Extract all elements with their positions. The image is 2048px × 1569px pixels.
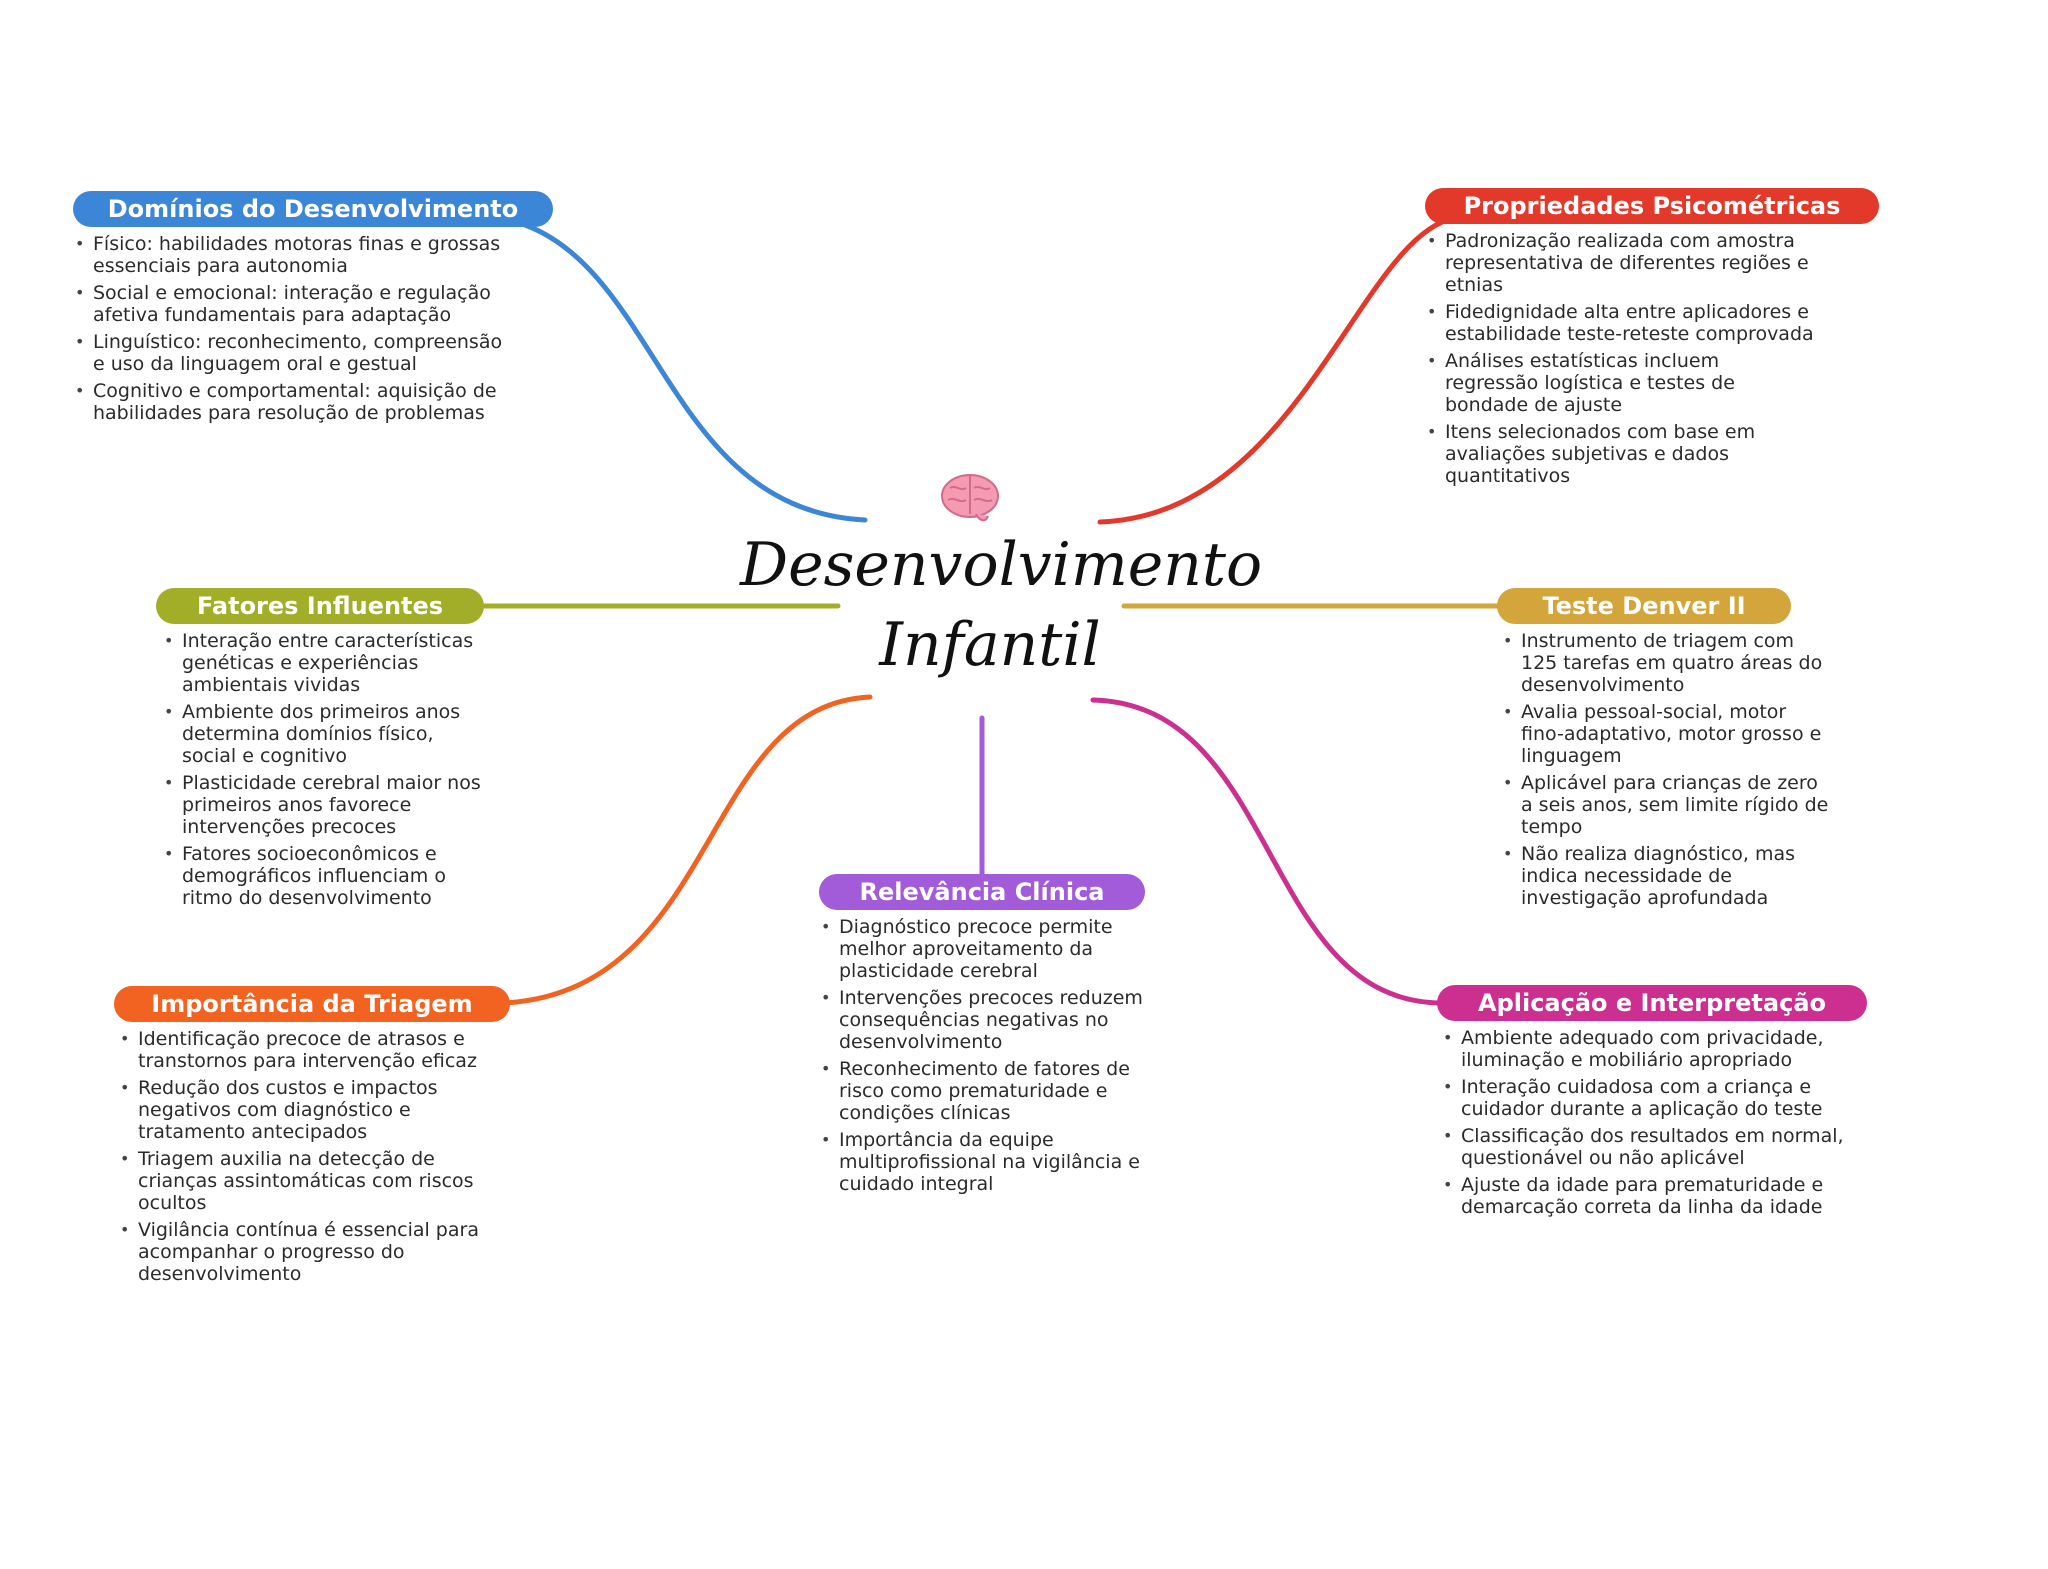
branch-item: Instrumento de triagem com 125 tarefas e… [1501,630,1831,696]
branch-item: Não realiza diagnóstico, mas indica nece… [1501,843,1831,909]
connector-dominios [522,222,868,523]
connector-psicometricas [1097,215,1458,525]
branch-item-list: Físico: habilidades motoras finas e gros… [73,233,513,424]
branch-item: Aplicável para crianças de zero a seis a… [1501,772,1831,838]
branch-item: Análises estatísticas incluem regressão … [1425,350,1815,416]
branch-fatores: Fatores Influentes Interação entre carac… [156,588,484,914]
branch-item: Classificação dos resultados em normal, … [1441,1125,1851,1169]
branch-item: Vigilância contínua é essencial para aco… [118,1219,488,1285]
branch-item: Identificação precoce de atrasos e trans… [118,1028,488,1072]
branch-item: Linguístico: reconhecimento, compreensão… [73,331,513,375]
branch-item: Ambiente adequado com privacidade, ilumi… [1441,1027,1851,1071]
branch-title-pill: Aplicação e Interpretação [1437,985,1867,1021]
branch-item: Redução dos custos e impactos negativos … [118,1077,488,1143]
branch-item: Triagem auxilia na detecção de crianças … [118,1148,488,1214]
branch-aplicacao: Aplicação e Interpretação Ambiente adequ… [1437,985,1867,1223]
branch-item: Intervenções precoces reduzem consequênc… [819,987,1159,1053]
branch-item-list: Interação entre características genética… [162,630,492,909]
branch-item: Fatores socioeconômicos e demográficos i… [162,843,492,909]
branch-title-pill: Domínios do Desenvolvimento [73,191,553,227]
branch-item: Interação entre características genética… [162,630,492,696]
branch-item-list: Diagnóstico precoce permite melhor aprov… [819,916,1159,1195]
branch-title-pill: Importância da Triagem [114,986,510,1022]
branch-title-pill: Teste Denver II [1497,588,1791,624]
branch-denver: Teste Denver II Instrumento de triagem c… [1497,588,1828,914]
branch-item: Cognitivo e comportamental: aquisição de… [73,380,513,424]
branch-item: Físico: habilidades motoras finas e gros… [73,233,513,277]
branch-psicometricas: Propriedades Psicométricas Padronização … [1425,188,1879,492]
branch-title-pill: Fatores Influentes [156,588,484,624]
branch-item-list: Instrumento de triagem com 125 tarefas e… [1501,630,1831,909]
branch-item: Padronização realizada com amostra repre… [1425,230,1815,296]
branch-item: Social e emocional: interação e regulaçã… [73,282,513,326]
branch-dominios: Domínios do Desenvolvimento Físico: habi… [73,191,553,429]
branch-item: Ajuste da idade para prematuridade e dem… [1441,1174,1851,1218]
connector-aplicacao [1090,697,1443,1006]
branch-item: Interação cuidadosa com a criança e cuid… [1441,1076,1851,1120]
branch-triagem: Importância da Triagem Identificação pre… [114,986,510,1290]
branch-item: Ambiente dos primeiros anos determina do… [162,701,492,767]
branch-item: Avalia pessoal-social, motor fino-adapta… [1501,701,1831,767]
branch-item-list: Ambiente adequado com privacidade, ilumi… [1441,1027,1851,1218]
branch-title-pill: Relevância Clínica [819,874,1145,910]
brain-icon [941,474,999,522]
branch-item-list: Padronização realizada com amostra repre… [1425,230,1815,487]
branch-item: Importância da equipe multiprofissional … [819,1129,1159,1195]
branch-item: Diagnóstico precoce permite melhor aprov… [819,916,1159,982]
connector-triagem [502,694,873,1006]
branch-title-pill: Propriedades Psicométricas [1425,188,1879,224]
branch-item: Fidedignidade alta entre aplicadores e e… [1425,301,1815,345]
branch-item: Plasticidade cerebral maior nos primeiro… [162,772,492,838]
central-topic-title: Desenvolvimento Infantil [740,530,1263,680]
branch-item: Itens selecionados com base em avaliaçõe… [1425,421,1815,487]
branch-relevancia: Relevância Clínica Diagnóstico precoce p… [819,874,1145,1200]
branch-item: Reconhecimento de fatores de risco como … [819,1058,1159,1124]
branch-item-list: Identificação precoce de atrasos e trans… [118,1028,488,1285]
